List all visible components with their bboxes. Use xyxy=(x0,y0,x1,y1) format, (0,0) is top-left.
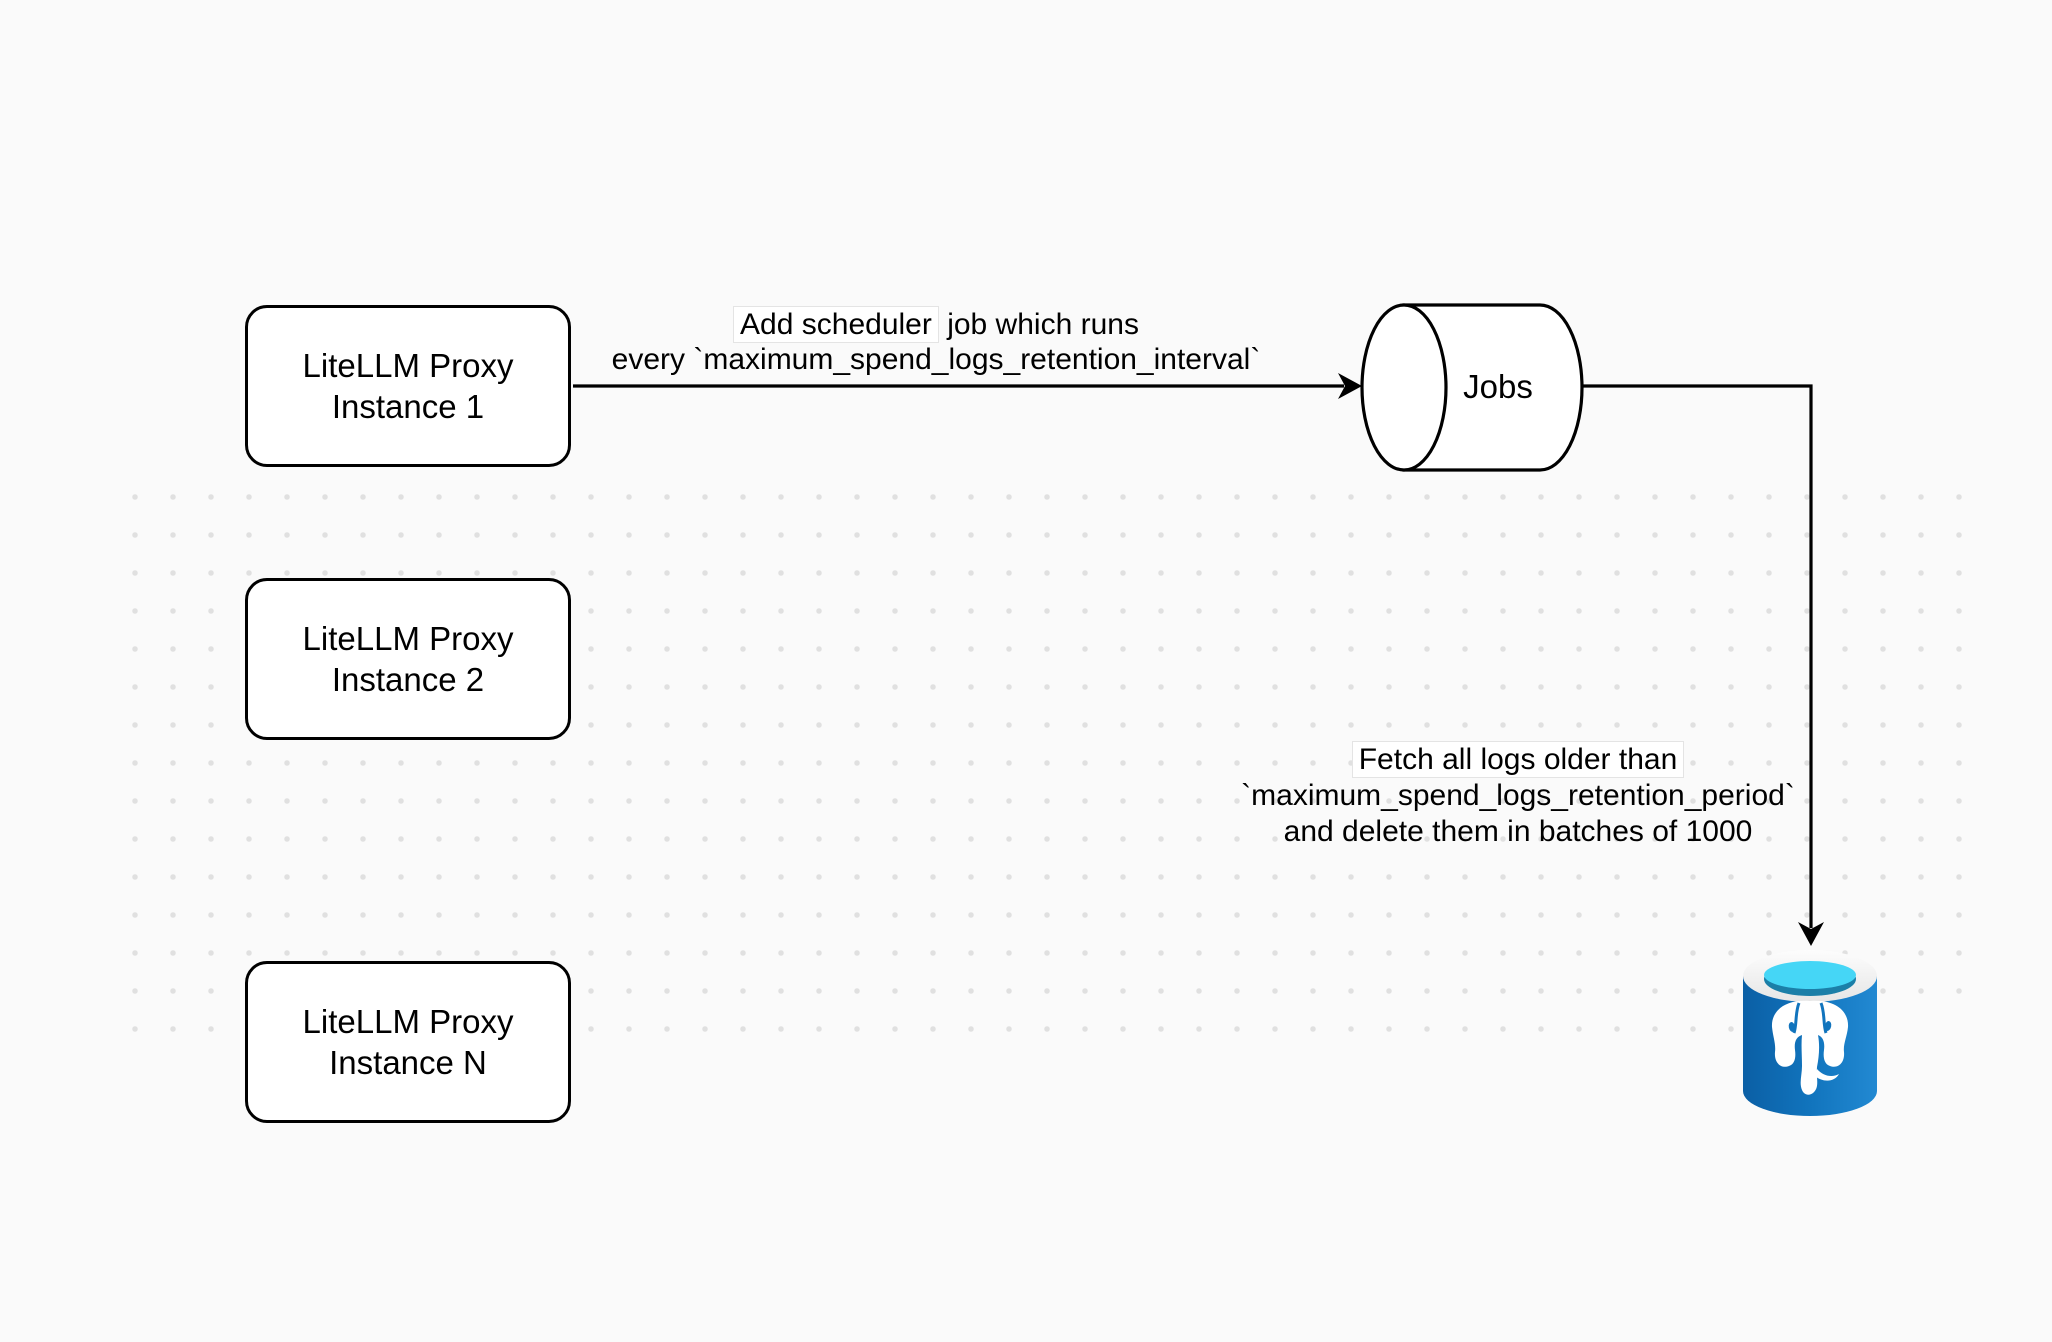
grid-dots xyxy=(1864,478,1978,1010)
node-proxy-instance-2[interactable]: LiteLLM Proxy Instance 2 xyxy=(245,578,571,740)
edge-label-boxed-text: Add scheduler xyxy=(733,306,939,343)
edge-label-text: job which runs xyxy=(947,308,1139,341)
edge-label-boxed-text: Fetch all logs older than xyxy=(1351,741,1685,778)
arrowhead-icon xyxy=(1338,373,1362,399)
edge-label-line: every `maximum_spend_logs_retention_inte… xyxy=(611,343,1261,376)
node-label-line: LiteLLM Proxy xyxy=(302,1003,514,1040)
edge-fetch-label: Fetch all logs older than `maximum_spend… xyxy=(1186,741,1850,850)
edge-label-line: Fetch all logs older than xyxy=(1186,741,1850,778)
arrowhead-icon xyxy=(1798,922,1824,946)
edge-label-line: and delete them in batches of 1000 xyxy=(1283,815,1753,848)
postgresql-database-icon[interactable] xyxy=(1743,949,1877,1117)
node-proxy-instance-n[interactable]: LiteLLM Proxy Instance N xyxy=(245,961,571,1123)
edge-label-line: Add scheduler job which runs xyxy=(536,306,1336,343)
edge-fetch-arrow[interactable] xyxy=(1582,384,1824,946)
node-label-line: Instance 1 xyxy=(331,388,485,425)
node-label-line: Instance N xyxy=(329,1044,487,1081)
elephant-logo xyxy=(1771,1000,1849,1095)
node-label-line: LiteLLM Proxy xyxy=(302,620,514,657)
db-water-bright xyxy=(1764,961,1856,989)
node-label-line: LiteLLM Proxy xyxy=(302,347,514,384)
edge-label-line: `maximum_spend_logs_retention_period` xyxy=(1241,779,1795,812)
node-jobs-cylinder[interactable] xyxy=(1360,303,1584,472)
node-proxy-instance-1[interactable]: LiteLLM Proxy Instance 1 xyxy=(245,305,571,467)
jobs-node-label: Jobs xyxy=(1463,368,1533,405)
edge-scheduler-arrow[interactable] xyxy=(573,373,1362,399)
cylinder-cap xyxy=(1360,303,1448,472)
cylinder-body xyxy=(1402,303,1584,472)
node-label-line: Instance 2 xyxy=(331,661,485,698)
edge-fetch-line xyxy=(1582,384,1813,928)
edge-scheduler-label: Add scheduler job which runs every `maxi… xyxy=(536,306,1336,377)
